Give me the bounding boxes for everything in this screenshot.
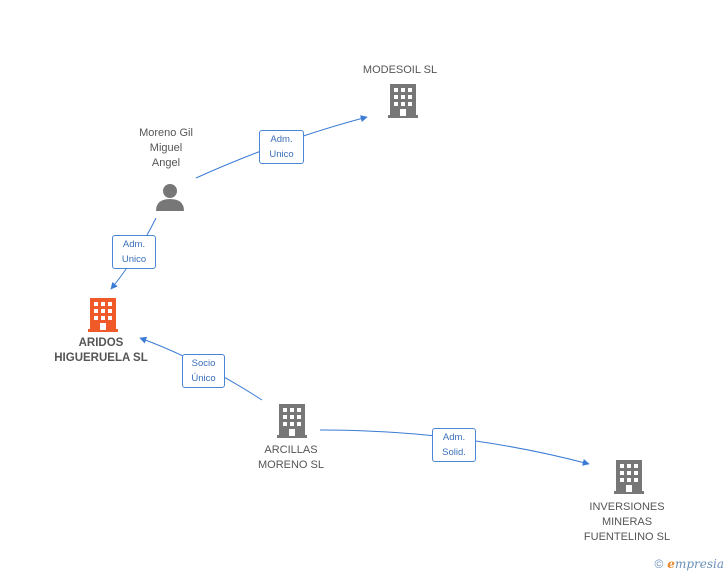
node-label-line: Angel <box>151 157 181 169</box>
node-label-inversiones[interactable]: INVERSIONES MINERAS FUENTELINO SL <box>572 500 682 545</box>
brand-first-letter: e <box>667 557 675 571</box>
edge-label-moreno-aridos[interactable]: Adm. Unico <box>112 235 156 269</box>
person-icon[interactable] <box>155 182 185 212</box>
node-label-line: MORENO SL <box>257 459 324 471</box>
node-label-line: ARCILLAS <box>264 444 318 456</box>
building-icon[interactable] <box>388 84 418 118</box>
node-label-arcillas[interactable]: ARCILLAS MORENO SL <box>239 443 343 473</box>
edge-label-line: Único <box>191 373 216 384</box>
edge-label-line: Adm. <box>442 432 466 443</box>
edge-label-line: Adm. <box>122 239 146 250</box>
building-icon[interactable] <box>614 460 644 494</box>
node-label-line: HIGUERUELA SL <box>54 352 148 364</box>
edge-label-line: Socio <box>191 358 216 369</box>
edge-label-line: Unico <box>269 149 294 160</box>
empresia-logo: ©empresia <box>654 557 724 571</box>
node-label-aridos[interactable]: ARIDOS HIGUERUELA SL <box>40 336 162 366</box>
node-label-line: MODESOIL SL <box>362 64 438 76</box>
edge-label-arcillas-aridos[interactable]: Socio Único <box>182 354 225 388</box>
edge-label-line: Solid. <box>442 447 466 458</box>
node-label-line: INVERSIONES <box>589 501 665 513</box>
copyright-symbol: © <box>654 557 664 571</box>
edge-label-moreno-modesoil[interactable]: Adm. Unico <box>259 130 304 164</box>
node-label-modesoil[interactable]: MODESOIL SL <box>350 63 450 78</box>
edge-label-line: Adm. <box>270 134 293 145</box>
node-label-line: MINERAS <box>601 516 653 528</box>
building-icon[interactable] <box>88 298 118 332</box>
node-label-moreno[interactable]: Moreno Gil Miguel Angel <box>116 126 216 171</box>
building-icon[interactable] <box>277 404 307 438</box>
brand-name-rest: mpresia <box>674 557 724 571</box>
node-label-line: Miguel <box>149 142 183 154</box>
node-label-line: ARIDOS <box>78 337 124 349</box>
node-label-line: Moreno Gil <box>139 127 193 139</box>
edge-label-line: Unico <box>121 254 147 265</box>
node-label-line: FUENTELINO SL <box>583 531 671 543</box>
edge-label-arcillas-inversiones[interactable]: Adm. Solid. <box>432 428 476 462</box>
